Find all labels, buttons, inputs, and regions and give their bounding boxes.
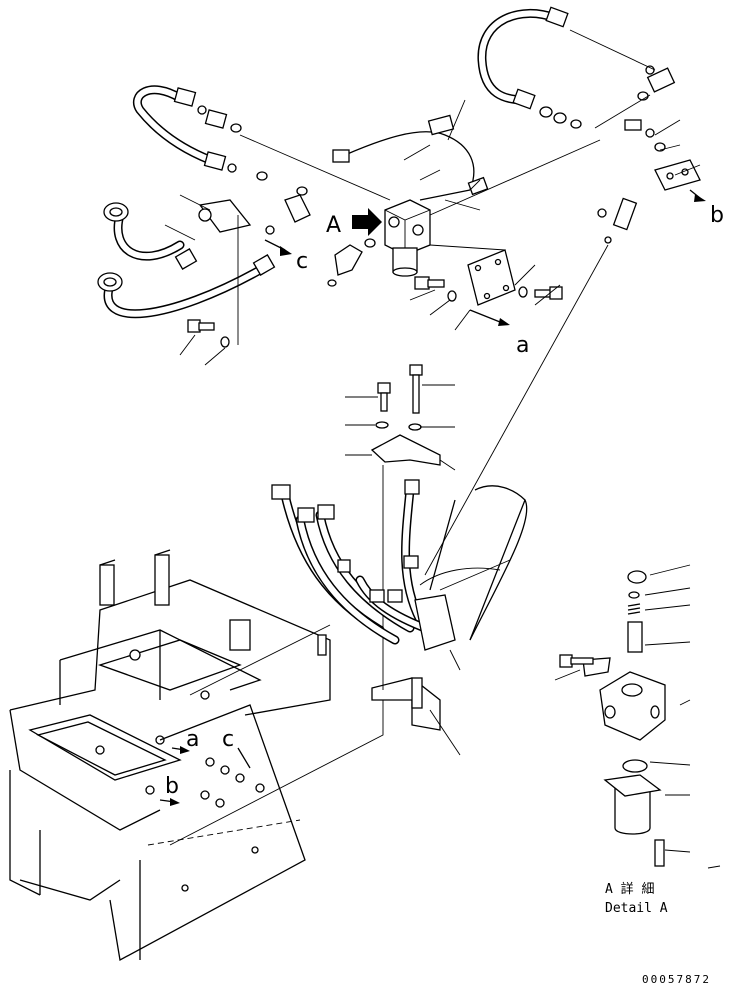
manifold-block-b (624, 119, 706, 202)
hose-bundle (271, 479, 435, 645)
document-number: 00057872 (642, 973, 711, 986)
mounting-plate (109, 704, 306, 962)
detail-title-jp: A 詳 細 (605, 881, 654, 897)
ref-a-lower-label: a (186, 727, 199, 752)
bolt-left (187, 319, 230, 348)
arrow-a (469, 309, 501, 323)
lower-bracket (371, 677, 441, 731)
tee-fitting-c (198, 186, 311, 235)
detail-a: A 詳 細 Detail A (554, 564, 721, 916)
hose-top-left (133, 85, 268, 181)
solenoid-valve (384, 199, 431, 277)
ref-b-lower-label: b (165, 774, 179, 799)
view-arrow-a: A (326, 208, 382, 238)
frame-refs: a c b (159, 727, 251, 806)
ref-c-lower-label: c (222, 727, 234, 752)
reference-lines (239, 29, 656, 576)
middle-bolts (370, 364, 441, 466)
hose-left-loops (97, 202, 276, 319)
machine-frame (9, 549, 331, 960)
hose-top-right (477, 6, 676, 129)
ref-a-label: a (516, 333, 529, 358)
wiring-harness (332, 114, 489, 201)
leader-lines (164, 99, 701, 756)
swing-pipe (414, 485, 528, 651)
bolts-bracket (414, 276, 563, 302)
elbow-fitting (327, 238, 376, 287)
bracket-plate-a (429, 244, 516, 306)
view-marker-label: A (326, 213, 341, 238)
ref-b-label: b (710, 203, 724, 228)
detail-title-en: Detail A (605, 901, 668, 916)
ref-c-label: c (296, 249, 308, 274)
fitting-under-b (597, 197, 638, 244)
